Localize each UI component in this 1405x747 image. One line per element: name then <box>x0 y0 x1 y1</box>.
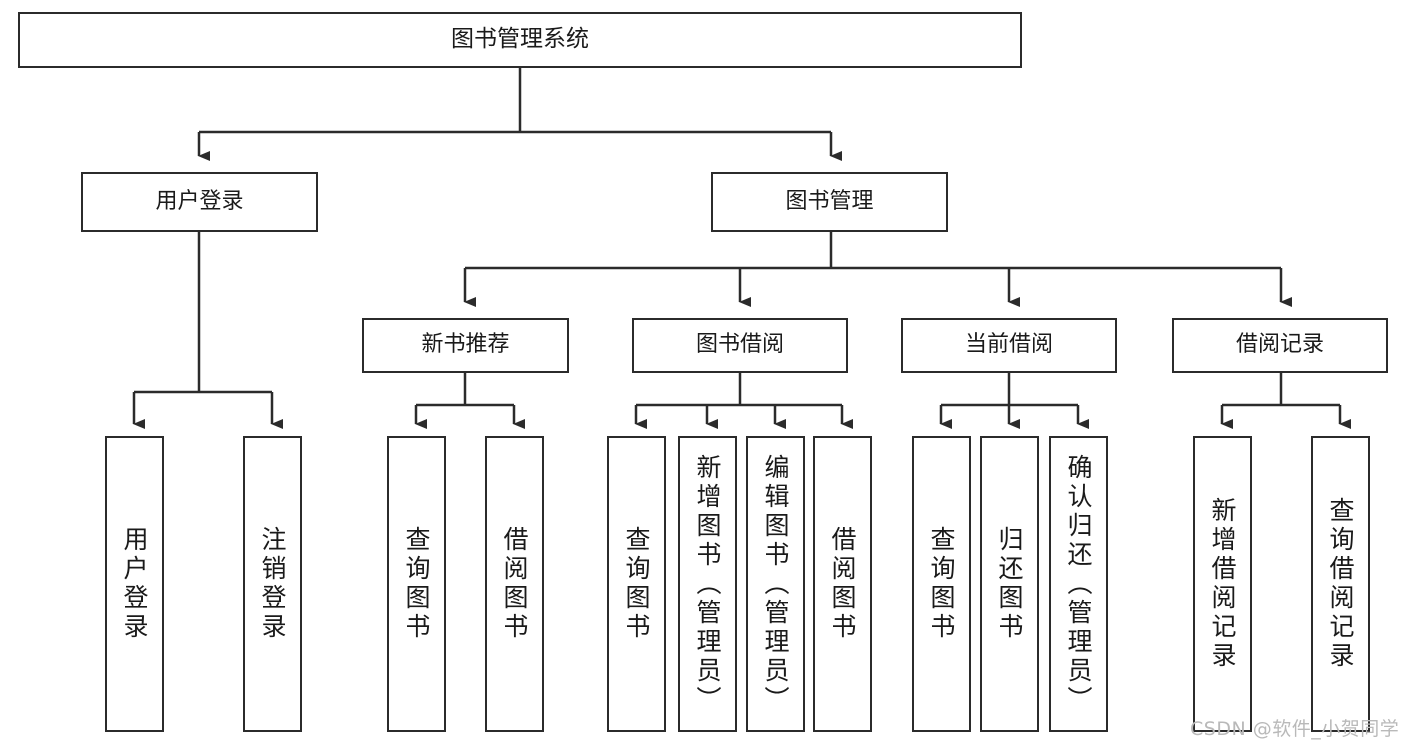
leaf-current-borrow-confirm-return-admin[interactable]: 确认归还（管理员） <box>1049 436 1108 732</box>
node-root-book-management-system[interactable]: 图书管理系统 <box>18 12 1022 68</box>
leaf-book-borrow-query-books[interactable]: 查询图书 <box>607 436 666 732</box>
leaf-user-login-signin[interactable]: 用户登录 <box>105 436 164 732</box>
leaf-book-borrow-edit-book-admin[interactable]: 编辑图书（管理员） <box>746 436 805 732</box>
node-user-login[interactable]: 用户登录 <box>81 172 318 232</box>
leaf-book-borrow-add-book-admin[interactable]: 新增图书（管理员） <box>678 436 737 732</box>
node-current-borrow[interactable]: 当前借阅 <box>901 318 1117 373</box>
leaf-new-book-query-books[interactable]: 查询图书 <box>387 436 446 732</box>
leaf-borrow-record-query-record[interactable]: 查询借阅记录 <box>1311 436 1370 732</box>
node-book-management[interactable]: 图书管理 <box>711 172 948 232</box>
leaf-book-borrow-borrow-books[interactable]: 借阅图书 <box>813 436 872 732</box>
leaf-new-book-borrow-books[interactable]: 借阅图书 <box>485 436 544 732</box>
node-book-borrow[interactable]: 图书借阅 <box>632 318 848 373</box>
leaf-current-borrow-query-books[interactable]: 查询图书 <box>912 436 971 732</box>
node-new-book-recommendation[interactable]: 新书推荐 <box>362 318 569 373</box>
leaf-user-login-signout[interactable]: 注销登录 <box>243 436 302 732</box>
watermark-csdn: CSDN @软件_小贺同学 <box>1190 718 1400 740</box>
node-borrow-record[interactable]: 借阅记录 <box>1172 318 1388 373</box>
leaf-current-borrow-return-books[interactable]: 归还图书 <box>980 436 1039 732</box>
leaf-borrow-record-add-record[interactable]: 新增借阅记录 <box>1193 436 1252 732</box>
